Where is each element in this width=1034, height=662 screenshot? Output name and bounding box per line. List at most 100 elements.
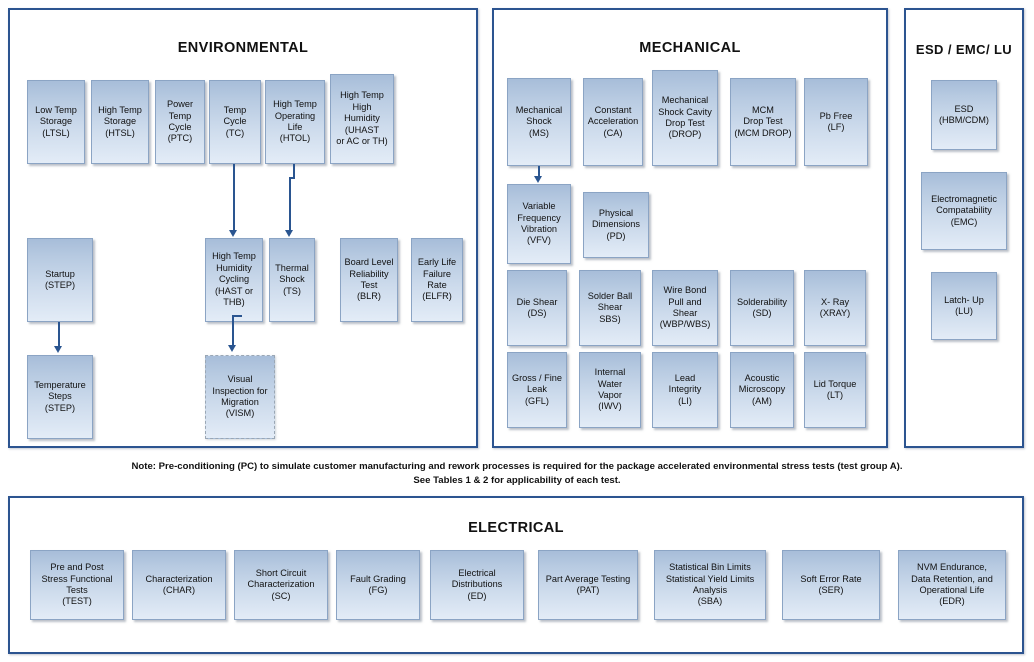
box-label: Early Life Failure Rate (ELFR) [417, 257, 457, 302]
panel-title-electrical: ELECTRICAL [468, 520, 564, 536]
panel-electrical: ELECTRICAL Pre and Post Stress Functiona… [8, 496, 1024, 654]
box-temperature-steps[interactable]: Temperature Steps (STEP) [27, 355, 93, 439]
box-htol[interactable]: High Temp Operating Life (HTOL) [265, 80, 325, 164]
box-label: Short Circuit Characterization (SC) [247, 567, 315, 601]
box-lt[interactable]: Lid Torque (LT) [804, 352, 866, 428]
box-lf[interactable]: Pb Free (LF) [804, 78, 868, 166]
box-label: Internal Water Vapor (IWV) [594, 367, 626, 412]
box-pd[interactable]: Physical Dimensions (PD) [583, 192, 649, 258]
arrow-htol-to-ts [285, 164, 301, 240]
box-label: Part Average Testing (PAT) [545, 573, 631, 595]
panel-environmental: ENVIRONMENTAL Low Temp Storage (LTSL) Hi… [8, 8, 478, 448]
box-label: Characterization (CHAR) [145, 573, 213, 595]
box-ms[interactable]: Mechanical Shock (MS) [507, 78, 571, 166]
box-label: High Temp Operating Life (HTOL) [273, 99, 317, 144]
box-vfv[interactable]: Variable Frequency Vibration (VFV) [507, 184, 571, 264]
box-label: Die Shear (DS) [516, 296, 558, 318]
box-label: Startup (STEP) [44, 268, 76, 290]
box-wbp[interactable]: Wire Bond Pull and Shear (WBP/WBS) [652, 270, 718, 346]
box-label: Physical Dimensions (PD) [592, 207, 640, 241]
box-li[interactable]: Lead Integrity (LI) [652, 352, 718, 428]
box-label: Temperature Steps (STEP) [34, 379, 86, 413]
box-ser[interactable]: Soft Error Rate (SER) [782, 550, 880, 620]
arrow-tc-to-hast [229, 164, 241, 240]
box-label: Mechanical Shock Cavity Drop Test (DROP) [658, 95, 712, 140]
panel-title-environmental: ENVIRONMENTAL [177, 40, 309, 56]
box-label: Power Temp Cycle (PTC) [166, 99, 194, 144]
box-label: Latch- Up (LU) [944, 294, 984, 316]
box-am[interactable]: Acoustic Microscopy (AM) [730, 352, 794, 428]
box-label: Statistical Bin Limits Statistical Yield… [665, 562, 755, 607]
box-label: X- Ray (XRAY) [819, 296, 851, 318]
panel-mechanical: MECHANICAL Mechanical Shock (MS) Constan… [492, 8, 888, 448]
box-label: Acoustic Microscopy (AM) [738, 372, 786, 406]
box-startup[interactable]: Startup (STEP) [27, 238, 93, 322]
box-label: NVM Endurance, Data Retention, and Opera… [911, 562, 993, 607]
box-label: Pb Free (LF) [819, 110, 853, 132]
panel-esd-emc-lu: ESD / EMC/ LU ESD (HBM/CDM) Electromagne… [904, 8, 1024, 448]
box-sc[interactable]: Short Circuit Characterization (SC) [234, 550, 328, 620]
box-gfl[interactable]: Gross / Fine Leak (GFL) [507, 352, 567, 428]
box-ca[interactable]: Constant Acceleration (CA) [583, 78, 643, 166]
note-line-2: See Tables 1 & 2 for applicability of ea… [413, 475, 621, 486]
panel-title-mechanical: MECHANICAL [639, 40, 741, 56]
box-hast[interactable]: High Temp Humidity Cycling (HAST or THB) [205, 238, 263, 322]
box-label: Variable Frequency Vibration (VFV) [517, 201, 561, 246]
box-blr[interactable]: Board Level Reliability Test (BLR) [340, 238, 398, 322]
box-label: Electromagnetic Compatability (EMC) [931, 193, 997, 227]
box-htsl[interactable]: High Temp Storage (HTSL) [91, 80, 149, 164]
box-label: Lead Integrity (LI) [668, 372, 702, 406]
box-mcmdrop[interactable]: MCM Drop Test (MCM DROP) [730, 78, 796, 166]
box-label: Temp Cycle (TC) [223, 104, 247, 138]
box-ptc[interactable]: Power Temp Cycle (PTC) [155, 80, 205, 164]
box-label: Gross / Fine Leak (GFL) [511, 372, 563, 406]
arrow-ms-to-vfv [534, 166, 546, 186]
arrow-startup-to-tempsteps [54, 322, 66, 356]
box-esd[interactable]: ESD (HBM/CDM) [931, 80, 997, 150]
box-tc[interactable]: Temp Cycle (TC) [209, 80, 261, 164]
box-ds[interactable]: Die Shear (DS) [507, 270, 567, 346]
arrow-hast-to-vism [228, 315, 244, 357]
box-label: Constant Acceleration (CA) [587, 104, 639, 138]
box-elfr[interactable]: Early Life Failure Rate (ELFR) [411, 238, 463, 322]
note-line-1: Note: Pre-conditioning (PC) to simulate … [131, 461, 903, 472]
note-text: Note: Pre-conditioning (PC) to simulate … [0, 460, 1034, 488]
box-drop[interactable]: Mechanical Shock Cavity Drop Test (DROP) [652, 70, 718, 166]
box-uhast[interactable]: High Temp High Humidity (UHAST or AC or … [330, 74, 394, 164]
box-label: MCM Drop Test (MCM DROP) [734, 104, 792, 138]
box-test[interactable]: Pre and Post Stress Functional Tests (TE… [30, 550, 124, 620]
panel-title-esd-emc-lu: ESD / EMC/ LU [915, 42, 1013, 57]
box-label: Mechanical Shock (MS) [515, 104, 563, 138]
box-label: Low Temp Storage (LTSL) [35, 104, 77, 138]
box-edr[interactable]: NVM Endurance, Data Retention, and Opera… [898, 550, 1006, 620]
box-ts[interactable]: Thermal Shock (TS) [269, 238, 315, 322]
box-label: Visual Inspection for Migration (VISM) [212, 374, 268, 419]
box-ed[interactable]: Electrical Distributions (ED) [430, 550, 524, 620]
box-sd[interactable]: Solderability (SD) [730, 270, 794, 346]
box-iwv[interactable]: Internal Water Vapor (IWV) [579, 352, 641, 428]
box-sbs[interactable]: Solder Ball Shear SBS) [579, 270, 641, 346]
box-vism[interactable]: Visual Inspection for Migration (VISM) [205, 355, 275, 439]
box-ltsl[interactable]: Low Temp Storage (LTSL) [27, 80, 85, 164]
box-label: Solder Ball Shear SBS) [587, 290, 633, 324]
box-lu[interactable]: Latch- Up (LU) [931, 272, 997, 340]
box-emc[interactable]: Electromagnetic Compatability (EMC) [921, 172, 1007, 250]
box-label: ESD (HBM/CDM) [938, 103, 989, 125]
box-xray[interactable]: X- Ray (XRAY) [804, 270, 866, 346]
box-fg[interactable]: Fault Grading (FG) [336, 550, 420, 620]
box-label: Board Level Reliability Test (BLR) [344, 257, 394, 302]
box-label: Solderability (SD) [736, 296, 788, 318]
box-label: Soft Error Rate (SER) [800, 573, 862, 595]
box-label: High Temp Humidity Cycling (HAST or THB) [212, 251, 256, 308]
box-label: High Temp High Humidity (UHAST or AC or … [336, 90, 388, 147]
box-label: Pre and Post Stress Functional Tests (TE… [41, 562, 113, 607]
box-label: Lid Torque (LT) [813, 378, 857, 400]
box-label: High Temp Storage (HTSL) [98, 104, 142, 138]
box-label: Electrical Distributions (ED) [451, 567, 503, 601]
box-label: Wire Bond Pull and Shear (WBP/WBS) [659, 285, 711, 330]
box-label: Thermal Shock (TS) [275, 262, 309, 296]
box-label: Fault Grading (FG) [350, 573, 406, 595]
box-pat[interactable]: Part Average Testing (PAT) [538, 550, 638, 620]
box-sba[interactable]: Statistical Bin Limits Statistical Yield… [654, 550, 766, 620]
box-char[interactable]: Characterization (CHAR) [132, 550, 226, 620]
